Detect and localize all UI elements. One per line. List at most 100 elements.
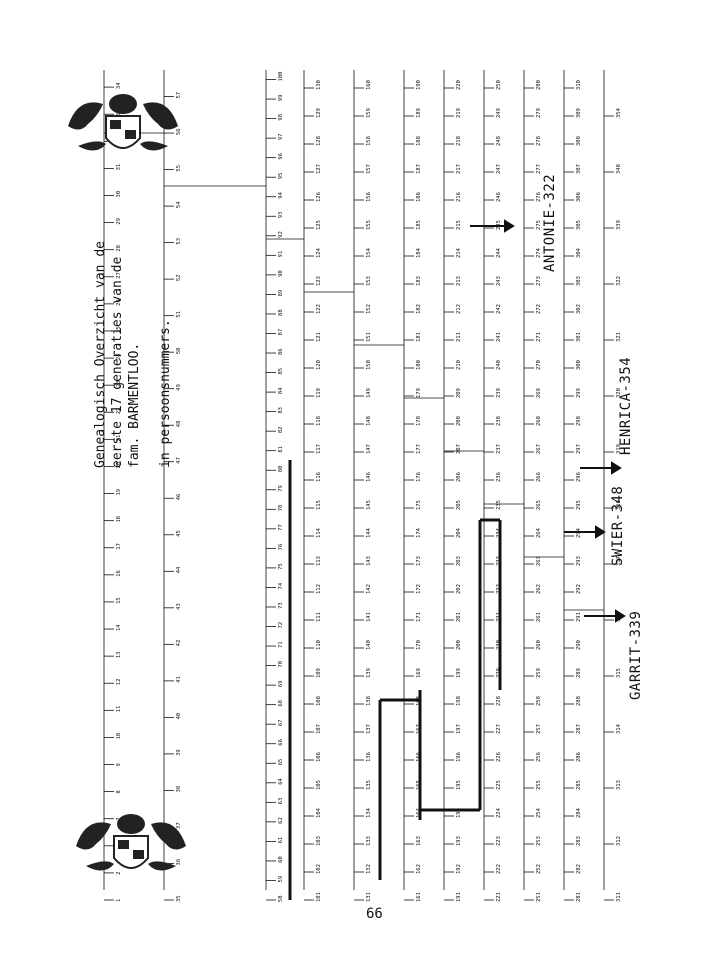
person-number: 224	[496, 807, 502, 818]
person-number: 137	[366, 724, 372, 734]
person-number: 311	[616, 892, 622, 902]
person-number: 182	[416, 304, 422, 314]
person-number: 197	[456, 724, 462, 734]
person-number: 91	[278, 251, 284, 258]
person-number: 211	[456, 332, 462, 342]
person-number: 148	[366, 416, 372, 426]
person-number: 169	[416, 668, 422, 678]
person-number: 229	[496, 668, 502, 678]
person-number: 228	[496, 696, 502, 706]
person-number: 200	[456, 640, 462, 650]
person-number: 354	[616, 107, 622, 118]
person-number: 52	[176, 275, 182, 282]
person-number: 102	[316, 864, 322, 874]
person-number: 66	[278, 739, 284, 746]
person-number: 174	[416, 527, 422, 538]
person-number: 179	[416, 388, 422, 398]
person-number: 68	[278, 700, 284, 707]
person-number: 94	[278, 191, 284, 198]
person-number: 246	[496, 192, 502, 202]
person-number: 310	[576, 80, 582, 90]
person-number: 144	[366, 527, 372, 538]
person-number: 71	[278, 641, 284, 648]
marker-garrit: GARRIT-339	[628, 611, 644, 700]
title-line-1: Genealogisch Overzicht van de	[92, 241, 109, 468]
person-number: 150	[366, 360, 372, 370]
person-number: 286	[576, 752, 582, 762]
person-number: 165	[416, 780, 422, 790]
person-number: 234	[496, 527, 502, 538]
subtitle: in persoonsnummers.	[157, 241, 174, 468]
person-number: 138	[366, 696, 372, 706]
person-number: 301	[576, 332, 582, 342]
person-number: 180	[416, 360, 422, 370]
person-number: 167	[416, 724, 422, 734]
person-number: 17	[116, 543, 122, 550]
person-number: 133	[366, 836, 372, 846]
person-number: 132	[366, 864, 372, 874]
person-number: 290	[576, 640, 582, 650]
person-number: 298	[576, 416, 582, 426]
person-number: 203	[456, 556, 462, 566]
person-number: 249	[496, 108, 502, 118]
person-number: 53	[176, 238, 182, 245]
person-number: 15	[116, 597, 122, 604]
person-number: 255	[536, 780, 542, 790]
person-number: 176	[416, 472, 422, 482]
person-number: 306	[576, 192, 582, 202]
person-number: 143	[366, 556, 372, 566]
person-number: 14	[116, 624, 122, 631]
person-number: 267	[536, 444, 542, 454]
person-number: 152	[366, 304, 372, 314]
person-number: 70	[278, 661, 284, 668]
person-number: 254	[536, 807, 542, 818]
person-number: 51	[176, 311, 182, 318]
person-number: 188	[416, 136, 422, 146]
person-number: 279	[536, 108, 542, 118]
person-number: 86	[278, 348, 284, 355]
person-number: 13	[116, 652, 122, 659]
person-number: 42	[176, 640, 182, 647]
person-number: 139	[366, 668, 372, 678]
person-number: 63	[278, 798, 284, 805]
person-number: 313	[616, 780, 622, 790]
person-number: 223	[496, 836, 502, 846]
person-number: 293	[576, 556, 582, 566]
person-number: 135	[366, 780, 372, 790]
person-number: 283	[576, 836, 582, 846]
person-number: 256	[536, 752, 542, 762]
person-number: 299	[576, 388, 582, 398]
person-number: 115	[316, 500, 322, 510]
person-number: 77	[278, 524, 284, 531]
person-number: 149	[366, 388, 372, 398]
title-line-2: eerste 17 generaties van de	[109, 241, 126, 468]
person-number: 155	[366, 220, 372, 230]
person-number: 140	[366, 640, 372, 650]
person-number: 146	[366, 472, 372, 482]
person-number: 69	[278, 680, 284, 687]
person-number: 1	[116, 899, 122, 902]
person-number: 272	[536, 304, 542, 314]
person-number: 109	[316, 668, 322, 678]
person-number: 300	[576, 360, 582, 370]
person-number: 285	[576, 780, 582, 790]
person-number: 117	[316, 444, 322, 454]
person-number: 120	[316, 360, 322, 370]
person-number: 262	[536, 584, 542, 594]
person-number: 99	[278, 94, 284, 101]
person-number: 126	[316, 192, 322, 202]
person-number: 244	[496, 247, 502, 258]
person-number: 31	[116, 164, 122, 171]
person-number: 82	[278, 427, 284, 434]
person-number: 251	[536, 892, 542, 902]
person-number: 204	[456, 527, 462, 538]
person-number: 233	[496, 556, 502, 566]
person-number: 239	[496, 388, 502, 398]
person-number: 100	[278, 72, 284, 82]
person-number: 215	[456, 220, 462, 230]
person-number: 18	[116, 516, 122, 523]
person-number: 216	[456, 192, 462, 202]
person-number: 8	[116, 790, 122, 793]
person-number: 73	[278, 602, 284, 609]
